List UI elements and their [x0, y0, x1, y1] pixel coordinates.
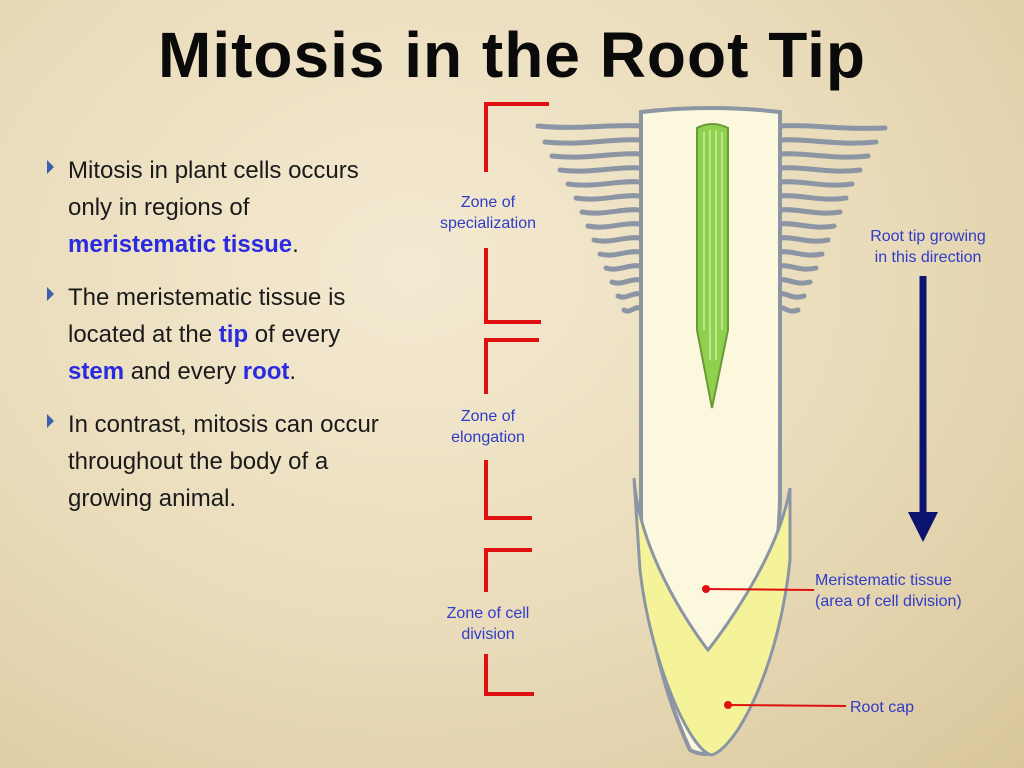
zone-label-specialization: Zone of specialization — [428, 192, 548, 234]
zone-label-line: Zone of — [460, 408, 516, 425]
bracket-division-bottom — [484, 654, 534, 696]
bullet-text: of every — [248, 321, 341, 348]
zone-label-elongation: Zone of elongation — [428, 406, 548, 448]
meristem-pointer-dot — [702, 585, 710, 593]
root-cap — [632, 477, 792, 757]
growth-direction-note: Root tip growing in this direction — [848, 226, 1008, 268]
bullet-text: In contrast, mitosis can occur throughou… — [68, 411, 379, 512]
arrow-head-icon — [908, 512, 938, 542]
note-line: Root tip growing — [870, 228, 986, 245]
bullet-text: . — [289, 358, 297, 385]
bullet-text: . — [292, 231, 299, 258]
note-line: in this direction — [874, 249, 982, 266]
bullet-item: The meristematic tissue is located at th… — [44, 279, 394, 390]
bullet-item: In contrast, mitosis can occur throughou… — [44, 406, 394, 517]
zone-label-line: specialization — [439, 215, 537, 232]
root-cap-label: Root cap — [850, 699, 915, 716]
meristem-pointer-line — [705, 588, 815, 591]
triangle-bullet-icon — [47, 160, 54, 174]
zone-label-line: division — [461, 626, 515, 643]
bracket-elongation-top — [484, 338, 539, 394]
zone-brackets — [484, 102, 549, 696]
bullet-text: and every — [124, 358, 243, 385]
root-hairs-right — [777, 123, 888, 314]
root-cap-pointer-dot — [724, 701, 732, 709]
bullet-highlight: stem — [68, 358, 125, 385]
note-line: Meristematic tissue — [815, 572, 952, 589]
bullet-list: Mitosis in plant cells occurs only in re… — [44, 152, 394, 533]
bullet-highlight: root — [242, 358, 290, 385]
zone-label-cell-division: Zone of cell division — [428, 603, 548, 645]
zone-label-line: Zone of — [460, 194, 516, 211]
bracket-division-top — [484, 548, 532, 592]
vascular-strands — [703, 130, 723, 360]
triangle-bullet-icon — [47, 287, 54, 301]
bullet-highlight: tip — [218, 321, 249, 348]
root-cap-pointer-line — [727, 704, 847, 707]
zone-label-line: Zone of cell — [446, 605, 530, 622]
bullet-text: The meristematic tissue is located at th… — [68, 284, 346, 348]
bracket-elongation-bottom — [484, 460, 532, 520]
bracket-specialization-top — [484, 102, 549, 172]
bracket-specialization-bottom — [484, 248, 541, 324]
meristem-label: Meristematic tissue (area of cell divisi… — [815, 570, 995, 612]
zone-label-line: elongation — [451, 429, 525, 446]
root-hairs-left — [535, 123, 643, 314]
triangle-bullet-icon — [47, 414, 54, 428]
slide-title: Mitosis in the Root Tip — [158, 19, 866, 91]
bullet-text: Mitosis in plant cells occurs only in re… — [68, 157, 359, 221]
bullet-item: Mitosis in plant cells occurs only in re… — [44, 152, 394, 263]
note-line: (area of cell division) — [815, 593, 962, 610]
bullet-highlight: meristematic tissue — [68, 231, 293, 258]
